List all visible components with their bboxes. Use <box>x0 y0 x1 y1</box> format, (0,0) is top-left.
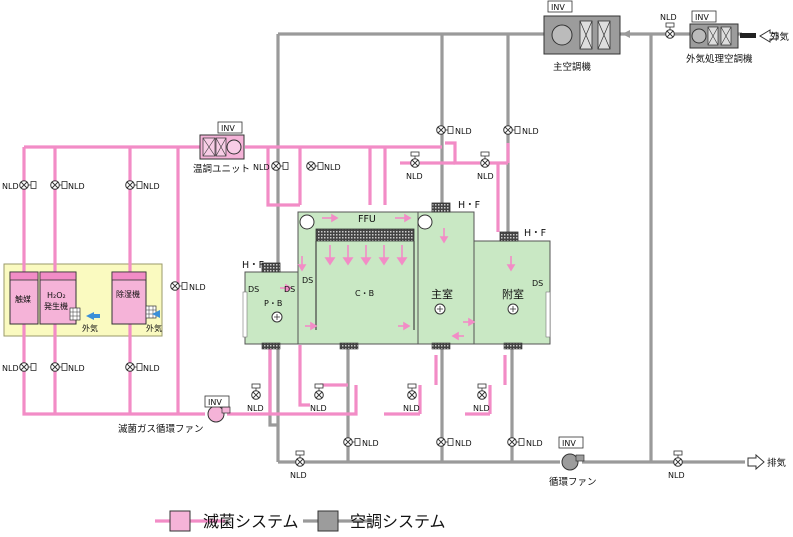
door-left <box>242 291 248 338</box>
legend-pink-label: 滅菌システム <box>203 512 299 531</box>
outside-air-arrow-icon <box>759 29 779 43</box>
return-grille-1 <box>261 342 281 350</box>
ffu-filter <box>315 228 415 242</box>
circulation-fan <box>558 436 585 471</box>
legend: 滅菌システム 空調システム <box>155 510 446 532</box>
return-grille-3 <box>431 342 451 350</box>
legend-gray-label: 空調システム <box>350 512 446 531</box>
oa-ahu-label: 外気処理空調機 <box>686 53 753 65</box>
ffu-fan-right <box>417 214 433 230</box>
ffu-fan-left <box>299 214 315 230</box>
nld-label: NLD <box>290 471 307 480</box>
main-room <box>417 211 475 345</box>
temp-control-unit <box>199 121 245 160</box>
oa-small-label-1: 外気 <box>82 323 98 333</box>
dehum-label: 除湿機 <box>116 289 140 299</box>
main-ahu-label: 主空調機 <box>553 61 592 73</box>
oa-inlet-arrow-icon-1 <box>86 312 100 320</box>
nld-label: NLD <box>2 182 19 191</box>
ster-fan-inv-label: INV <box>208 398 222 407</box>
ds-label: DS <box>284 285 295 294</box>
oa-ahu-inv-label: INV <box>695 13 709 22</box>
dehumidifier <box>111 271 157 325</box>
return-grille-4 <box>503 342 523 350</box>
main-ahu-inv-label: INV <box>551 3 565 12</box>
hf-label-main: H・F <box>458 200 480 211</box>
nld-label: NLD <box>362 439 379 448</box>
nld-label: NLD <box>247 404 264 413</box>
nld-label: NLD <box>253 163 270 172</box>
sterilization-fan <box>204 395 231 423</box>
ds-label: DS <box>302 276 313 285</box>
cb-label: C・B <box>355 289 374 298</box>
nld-label: NLD <box>477 172 494 181</box>
nld-label: NLD <box>406 172 423 181</box>
h2o2-label-line1: H₂O₂ <box>47 291 66 300</box>
main-ahu <box>543 0 621 55</box>
ffu-label: FFU <box>358 214 376 225</box>
legend-swatch-gray <box>317 510 339 532</box>
catalyst-label: 触媒 <box>15 294 31 304</box>
oa-inlet-arrow-icon-2 <box>152 310 160 318</box>
exhaust-label: 排気 <box>767 457 787 469</box>
nld-label: NLD <box>189 283 206 292</box>
ante-room-label: 附室 <box>502 287 524 301</box>
nld-label: NLD <box>455 127 472 136</box>
hepa-filter-pb <box>261 262 281 273</box>
hepa-filter-ante <box>499 231 519 242</box>
h2o2-generator <box>39 271 81 325</box>
ds-label: DS <box>248 285 259 294</box>
clean-room-complex <box>242 202 551 350</box>
nld-labels: NLD NLD NLD NLD NLD NLD NLD NLD NLD NLD … <box>2 13 685 480</box>
h2o2-label-line2: 発生機 <box>44 301 68 311</box>
legend-swatch-pink <box>169 510 191 532</box>
nld-label: NLD <box>324 163 341 172</box>
oa-ahu <box>689 10 756 49</box>
nld-label: NLD <box>403 404 420 413</box>
nld-label: NLD <box>522 127 539 136</box>
circ-fan-inv-label: INV <box>562 439 576 448</box>
main-room-label: 主室 <box>431 287 453 301</box>
oa-small-label-2: 外気 <box>146 323 162 333</box>
catalyst-unit <box>9 271 39 325</box>
pass-box-room <box>244 271 302 345</box>
hepa-filter-main <box>431 202 451 213</box>
nld-label: NLD <box>310 404 327 413</box>
nld-label: NLD <box>668 471 685 480</box>
ds-label: DS <box>532 279 543 288</box>
nld-label: NLD <box>526 439 543 448</box>
nld-label: NLD <box>68 364 85 373</box>
outside-air-label: 外気 <box>770 31 790 43</box>
hf-label-pb: H・F <box>242 260 264 271</box>
ante-room <box>473 240 551 345</box>
nld-label: NLD <box>473 404 490 413</box>
nld-label: NLD <box>2 364 19 373</box>
nld-label: NLD <box>660 13 677 22</box>
nld-label: NLD <box>143 364 160 373</box>
return-grille-2 <box>339 342 359 350</box>
nld-label: NLD <box>143 182 160 191</box>
temp-unit-inv-label: INV <box>221 124 235 133</box>
gray-duct-lines <box>268 32 745 464</box>
temp-unit-label: 温調ユニット <box>193 163 250 175</box>
exhaust-arrow-icon <box>747 453 765 471</box>
door-right <box>545 291 551 338</box>
circ-fan-label: 循環ファン <box>549 476 597 488</box>
pb-label: P・B <box>264 299 282 308</box>
nld-label: NLD <box>68 182 85 191</box>
hf-label-ante: H・F <box>524 228 546 239</box>
nld-label: NLD <box>455 439 472 448</box>
ster-fan-label: 滅菌ガス循環ファン <box>118 423 204 435</box>
